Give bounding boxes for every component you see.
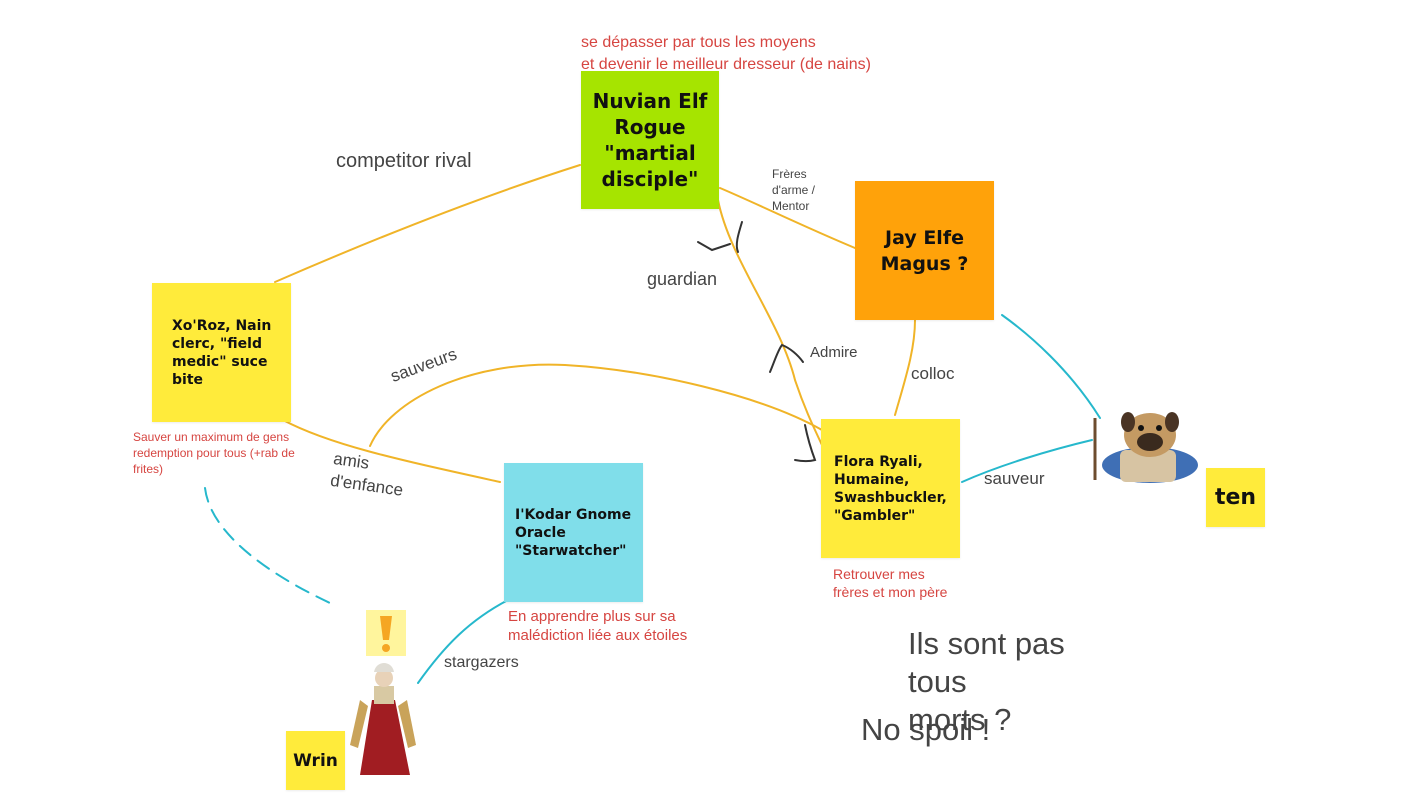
- link-guardian-line: [717, 199, 823, 446]
- link-freres-line: [719, 187, 856, 249]
- note-ikodar-text: I'Kodar Gnome Oracle "Starwatcher": [515, 506, 632, 559]
- link-label-admire: Admire: [810, 344, 858, 361]
- link-amis-line: [282, 419, 501, 483]
- link-ten-flora-line: [961, 439, 1093, 483]
- annotation-nospoil: No spoil !: [861, 712, 991, 747]
- link-wrin-xoroz-line: [204, 487, 331, 604]
- note-ikodar[interactable]: I'Kodar Gnome Oracle "Starwatcher": [504, 463, 643, 602]
- link-label-competitor: competitor rival: [336, 150, 472, 172]
- note-nuvian[interactable]: Nuvian Elf Rogue "martial disciple": [581, 71, 719, 209]
- link-label-sauveur: sauveur: [984, 469, 1045, 488]
- link-label-colloc: colloc: [911, 364, 955, 383]
- link-competitor-line: [274, 164, 581, 283]
- flora-arrow-mark: [794, 424, 817, 463]
- note-nuvian-text: Nuvian Elf Rogue "martial disciple": [592, 89, 708, 191]
- goal-ikodar: En apprendre plus sur sa malédiction lié…: [508, 608, 688, 644]
- link-ten-jay-line: [1001, 314, 1101, 419]
- note-jay[interactable]: Jay Elfe Magus ?: [855, 181, 994, 320]
- note-ten-text: ten: [1214, 485, 1257, 510]
- note-xoroz[interactable]: Xo'Roz, Nain clerc, "field medic" suce b…: [152, 283, 291, 422]
- goal-flora: Retrouver mes frères et mon père: [833, 566, 948, 600]
- admire-arrow-mark: [769, 343, 804, 373]
- note-xoroz-text: Xo'Roz, Nain clerc, "field medic" suce b…: [172, 317, 272, 388]
- note-ten[interactable]: ten: [1206, 468, 1265, 527]
- pug-adventurer-portrait: [1093, 412, 1198, 483]
- goal-xoroz: Sauver un maximum de gens redemption pou…: [133, 430, 295, 476]
- robed-elf-portrait: [350, 663, 416, 775]
- link-sauveurs-line: [369, 363, 823, 447]
- link-stargazers-line: [417, 599, 509, 684]
- exclamation-icon: [366, 610, 406, 656]
- note-jay-text: Jay Elfe Magus ?: [880, 226, 969, 275]
- annotation-question: Ils sont pas tous morts ?: [908, 626, 1065, 737]
- note-wrin[interactable]: Wrin: [286, 731, 345, 790]
- note-flora-text: Flora Ryali, Humaine, Swashbuckler, "Gam…: [834, 453, 947, 524]
- link-label-guardian: guardian: [647, 269, 718, 289]
- guardian-arrow-mark: [697, 221, 743, 253]
- link-label-stargazers: stargazers: [444, 654, 519, 671]
- note-flora[interactable]: Flora Ryali, Humaine, Swashbuckler, "Gam…: [821, 419, 960, 558]
- link-colloc-line: [894, 319, 916, 416]
- link-label-freres: Frères d'arme / Mentor: [772, 167, 815, 213]
- note-wrin-text: Wrin: [293, 750, 338, 771]
- goal-nuvian: se dépasser par tous les moyens et deven…: [581, 34, 871, 73]
